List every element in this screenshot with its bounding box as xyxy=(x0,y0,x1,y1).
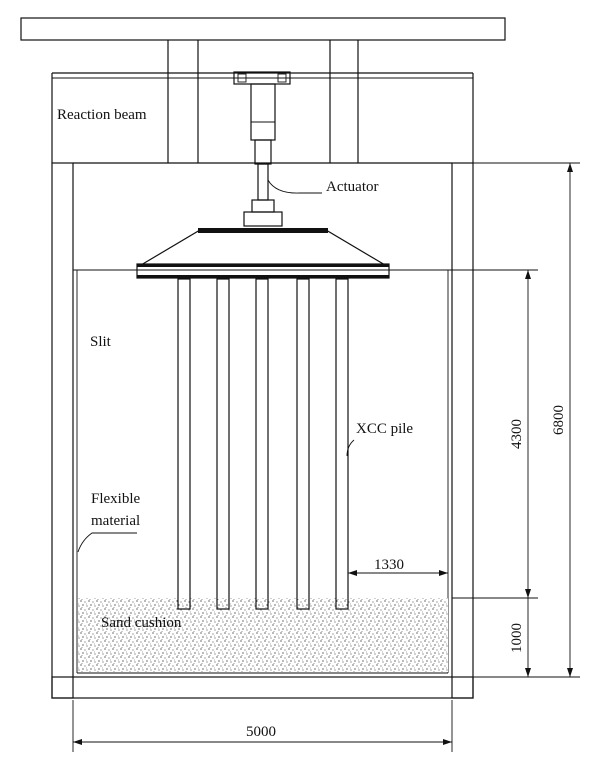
slit-label: Slit xyxy=(90,334,112,350)
pile-1 xyxy=(177,278,191,610)
dim-1330-label: 1330 xyxy=(374,557,404,573)
actuator xyxy=(233,71,291,227)
actuator-label: Actuator xyxy=(326,179,378,195)
pile-3 xyxy=(255,278,269,610)
loading-cap xyxy=(136,228,390,279)
dim-5000-label: 5000 xyxy=(246,724,276,740)
dim-1000-label: 1000 xyxy=(509,623,525,653)
top-beam xyxy=(20,17,506,41)
dimension-lines xyxy=(72,162,580,752)
dim-4300-label: 4300 xyxy=(509,419,525,449)
dim-6800-label: 6800 xyxy=(551,405,567,435)
reaction-frame xyxy=(51,40,474,163)
reaction-beam-label: Reaction beam xyxy=(57,107,147,123)
leader-lines xyxy=(77,179,355,553)
flexible-label: Flexible xyxy=(91,491,141,507)
material-label: material xyxy=(91,513,140,529)
xcc-piles xyxy=(177,278,349,610)
pile-4 xyxy=(296,278,310,610)
sand-cushion-label: Sand cushion xyxy=(101,615,182,631)
xcc-pile-label: XCC pile xyxy=(356,421,413,437)
pile-2 xyxy=(216,278,230,610)
sand-cushion xyxy=(78,598,448,672)
pile-5 xyxy=(335,278,349,610)
